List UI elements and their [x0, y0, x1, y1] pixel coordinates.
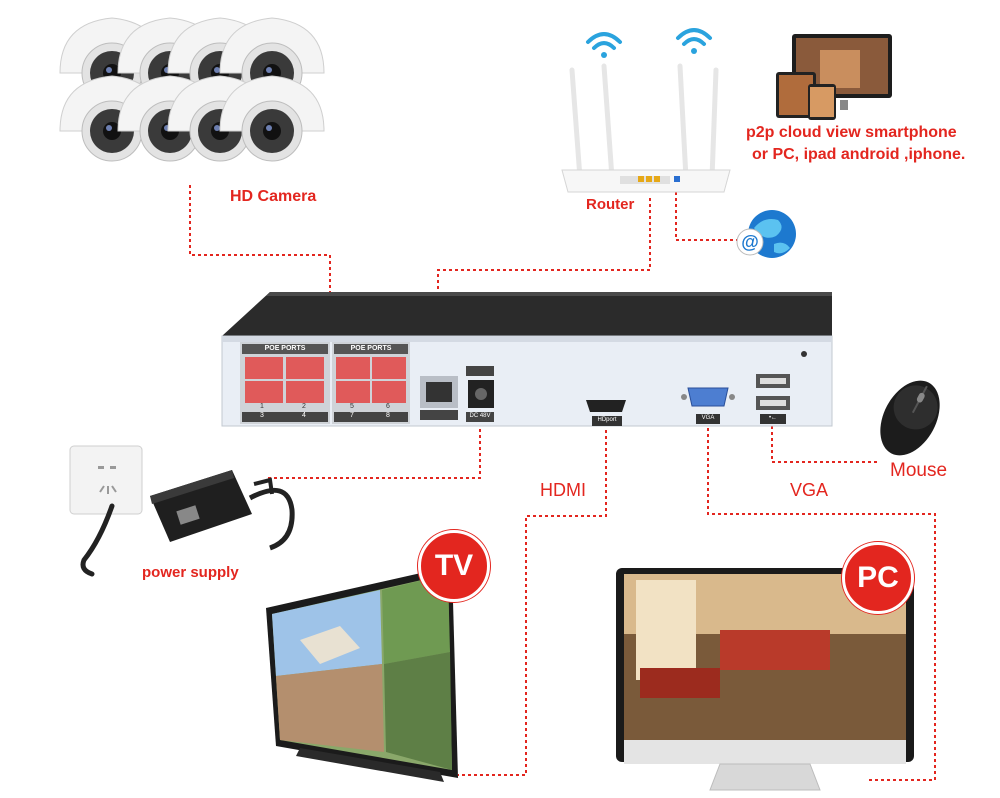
vga-label: VGA — [790, 480, 829, 500]
port-number: 4 — [302, 412, 306, 419]
vga-port-label: VGA — [701, 415, 715, 421]
p2p-label-line1: p2p cloud view smartphone — [746, 124, 957, 141]
wall-socket-icon — [69, 445, 143, 577]
hdmi-label: HDMI — [540, 480, 586, 500]
port-number: 5 — [350, 403, 354, 410]
poe-ports-left-label: POE PORTS — [264, 345, 306, 352]
poe-ports-right-label: POE PORTS — [350, 345, 392, 352]
port-number: 3 — [260, 412, 264, 419]
wifi-icon — [676, 28, 712, 54]
tv-badge: TV — [418, 530, 490, 602]
router-to-nvr-line — [437, 198, 651, 372]
router-to-internet-line — [675, 192, 740, 241]
power-supply-label: power supply — [142, 564, 239, 581]
dome-cameras — [59, 17, 325, 162]
connection-lines — [189, 185, 936, 781]
camera-to-nvr-line — [189, 185, 331, 338]
port-number: 8 — [386, 412, 390, 419]
usb-to-mouse-line — [771, 420, 880, 463]
usb-port-label: •← — [768, 415, 778, 421]
tv-display — [266, 566, 458, 782]
port-number: 1 — [260, 403, 264, 410]
port-number: 2 — [302, 403, 306, 410]
nvr-recorder — [221, 292, 833, 427]
hd-camera-label: HD Camera — [230, 188, 317, 205]
vga-to-pc-line — [707, 428, 936, 781]
mouse-label: Mouse — [890, 460, 948, 481]
client-devices — [776, 34, 892, 120]
power-adapter-icon — [150, 470, 295, 551]
mouse-icon — [880, 380, 940, 456]
camera-dome-8 — [219, 75, 325, 162]
hdmi-port-label: HDport — [597, 417, 617, 423]
globe-icon: @ — [736, 210, 796, 258]
router-label: Router — [586, 196, 635, 213]
wifi-icon — [586, 32, 622, 58]
power-to-nvr-line — [268, 428, 481, 479]
pc-badge: PC — [842, 542, 914, 614]
p2p-label-line2: or PC, ipad android ,iphone. — [752, 146, 966, 163]
port-number: 6 — [386, 403, 390, 410]
port-number: 7 — [350, 412, 354, 419]
router — [561, 63, 731, 193]
svg-text:@: @ — [741, 232, 759, 252]
dc-port-label: DC 48V — [469, 413, 491, 419]
